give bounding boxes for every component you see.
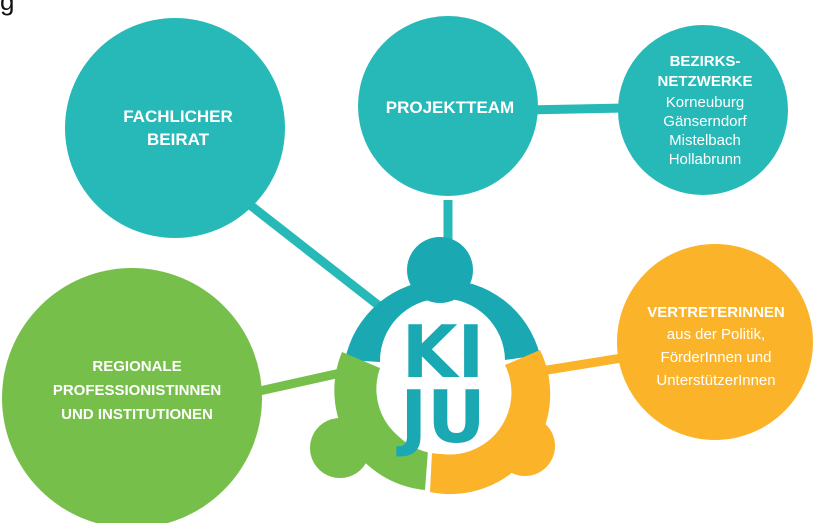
beirat-line1: FACHLICHER [123,107,233,126]
connector-bezirk [524,103,626,115]
logo-text-ju: JU [395,375,485,459]
connector-beirat [247,201,381,309]
vertreter-line2: FörderInnen und [661,349,772,366]
vertreter-line3: UnterstützerInnen [656,372,775,389]
regionale-line3: UND INSTITUTIONEN [61,406,213,423]
bezirk-line1: BEZIRKS- [670,53,741,70]
node-vertreterinnen [617,244,813,440]
logo-text-ki: KI [402,310,485,394]
node-bezirksnetzwerke [618,25,788,195]
bezirk-place-4: Hollabrunn [669,151,742,168]
logo-arc-orange [430,350,551,495]
connector-regionale [254,367,346,397]
bezirk-place-3: Mistelbach [669,132,741,149]
vertreter-line1: aus der Politik, [667,326,765,343]
corner-glyph: g [0,0,15,16]
node-regionale [2,268,262,523]
regionale-line1: REGIONALE [92,358,181,375]
node-projektteam [358,16,538,196]
bezirk-place-1: Korneuburg [666,94,744,111]
bezirk-place-2: Gänserndorf [663,113,747,130]
node-fachlicher-beirat [65,18,285,238]
center-logo: KI JU [310,237,555,495]
vertreter-title: VERTRETERINNEN [647,304,785,321]
logo-inner-disc [380,330,504,454]
beirat-line2: BEIRAT [147,130,210,149]
projektteam-label: PROJEKTTEAM [386,98,514,117]
bezirk-line2: NETZWERKE [658,73,753,90]
logo-arc-green [334,352,428,490]
regionale-line2: PROFESSIONISTINNEN [53,382,221,399]
logo-arc-teal [345,279,540,362]
